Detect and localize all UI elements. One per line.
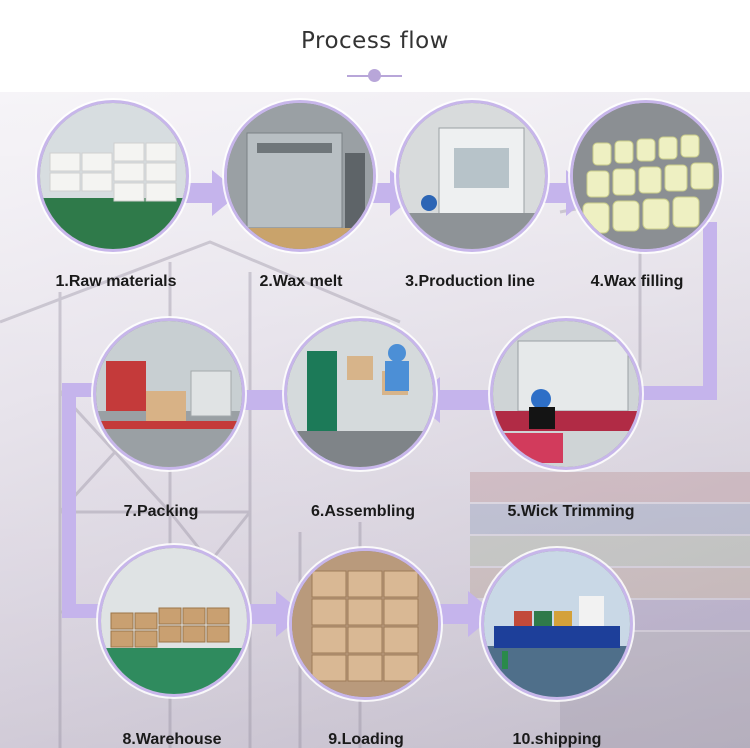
raw-materials-photo	[37, 100, 189, 252]
title-dot-ornament	[368, 69, 381, 82]
wax-melt-photo	[224, 100, 376, 252]
warehouse-photo	[98, 545, 250, 697]
wax-filling-photo	[570, 100, 722, 252]
shipping-photo	[481, 548, 633, 700]
packing-photo	[93, 318, 245, 470]
arrow-7-to-8	[62, 383, 110, 618]
step-label: 3.Production line	[405, 273, 535, 290]
assembling-photo	[284, 318, 436, 470]
page-title: Process flow	[301, 28, 449, 54]
step-label: 6.Assembling	[310, 503, 416, 520]
wick-trimming-photo	[490, 318, 642, 470]
step-label: 10.shipping	[512, 731, 602, 748]
step-label: 8.Warehouse	[122, 731, 222, 748]
header: Process flow	[0, 0, 750, 92]
step-label: 4.Wax filling	[590, 273, 684, 290]
arrow-8-to-9	[240, 591, 304, 637]
production-line-photo	[396, 100, 548, 252]
loading-photo	[289, 548, 441, 700]
step-label: 9.Loading	[328, 731, 404, 748]
step-label: 1.Raw materials	[55, 273, 177, 290]
arrow-9-to-10	[432, 591, 496, 637]
step-label: 5.Wick Trimming	[507, 503, 635, 520]
step-label: 7.Packing	[123, 503, 199, 520]
step-label: 2.Wax melt	[259, 273, 343, 290]
arrow-4-to-5	[630, 222, 717, 400]
